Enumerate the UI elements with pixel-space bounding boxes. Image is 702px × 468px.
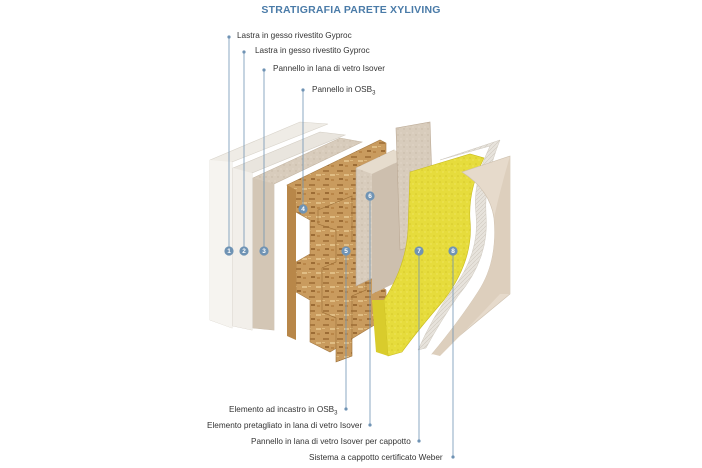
badge-5: 5 [341,246,351,256]
svg-text:3: 3 [262,248,266,255]
svg-text:1: 1 [227,248,231,255]
svg-text:4: 4 [301,206,305,213]
label-gypsum-board-2: Lastra in gesso rivestito Gyproc [255,46,370,55]
weber-render-layer [431,155,511,355]
label-glass-wool-panel: Pannello in lana di vetro Isover [273,64,385,73]
diagram-title: STRATIGRAFIA PARETE XYLIVING [261,4,441,16]
badge-7: 7 [414,246,424,256]
label-osb-interlock: Elemento ad incastro in OSB3 [229,405,338,417]
coat-glass-wool-panel [383,153,485,357]
label-weber-coat-system: Sistema a cappotto certificato Weber [309,453,443,462]
label-gypsum-board-1: Lastra in gesso rivestito Gyproc [237,31,352,40]
label-precut-glass-wool: Elemento pretagliato in lana di vetro Is… [207,421,363,430]
weber-mesh-layer [417,139,501,351]
badge-1: 1 [224,246,234,256]
svg-text:6: 6 [368,193,372,200]
svg-text:5: 5 [344,248,348,255]
svg-text:7: 7 [417,248,421,255]
badge-6: 6 [365,191,375,201]
badge-3: 3 [259,246,269,256]
badge-2: 2 [239,246,249,256]
label-osb-panel: Pannello in OSB3 [312,85,376,97]
leader-lines [228,37,454,457]
badge-8: 8 [448,246,458,256]
label-coat-glass-wool: Pannello in lana di vetro Isover per cap… [251,437,411,446]
svg-text:8: 8 [451,248,455,255]
svg-text:2: 2 [242,248,246,255]
badge-4: 4 [298,204,308,214]
